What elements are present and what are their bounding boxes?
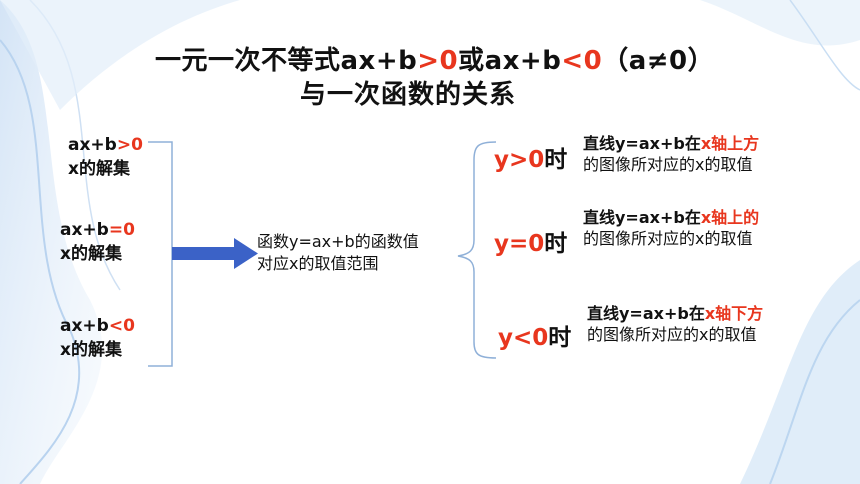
title-line-1: 一元一次不等式ax+b>0或ax+b<0（a≠0） — [155, 40, 714, 77]
desc-on-axis: 直线y=ax+b在x轴上的 的图像所对应的x的取值 — [583, 207, 759, 249]
desc-line-2: 的图像所对应的x的取值 — [583, 229, 753, 248]
sign: <0 — [108, 316, 135, 336]
solution-set-label: x的解集 — [68, 159, 130, 179]
desc-line-2: 的图像所对应的x的取值 — [583, 155, 753, 174]
condition-suffix: 时 — [548, 325, 572, 351]
desc-prefix: 直线y=ax+b在 — [587, 304, 705, 323]
expr: ax+b — [68, 135, 117, 155]
desc-highlight: x轴上方 — [700, 134, 760, 153]
condition-suffix: 时 — [544, 231, 568, 257]
left-item-eq: ax+b=0 x的解集 — [60, 218, 135, 266]
desc-prefix: 直线y=ax+b在 — [583, 134, 701, 153]
condition-y-gt-0: y>0时 — [494, 140, 567, 174]
middle-line-1: 函数y=ax+b的函数值 — [257, 232, 419, 251]
condition-y-eq-0: y=0时 — [494, 224, 567, 258]
condition-value: y<0 — [498, 325, 549, 351]
solution-set-label: x的解集 — [60, 244, 122, 264]
sign: =0 — [108, 220, 135, 240]
title-part: 或ax+b — [458, 46, 562, 76]
solution-set-label: x的解集 — [60, 340, 122, 360]
function-value-range-text: 函数y=ax+b的函数值 对应x的取值范围 — [257, 231, 419, 275]
sign: >0 — [116, 135, 143, 155]
condition-suffix: 时 — [544, 147, 568, 173]
left-bracket — [148, 141, 173, 367]
title-gt-sign: >0 — [417, 46, 459, 76]
left-item-gt: ax+b>0 x的解集 — [68, 133, 143, 181]
condition-value: y=0 — [494, 231, 545, 257]
title-part: 一元一次不等式ax+b — [155, 46, 418, 76]
right-arrow-icon — [172, 238, 258, 269]
right-brace — [457, 141, 497, 359]
desc-highlight: x轴上的 — [700, 208, 760, 227]
desc-below-axis: 直线y=ax+b在x轴下方 的图像所对应的x的取值 — [587, 303, 763, 345]
condition-y-lt-0: y<0时 — [498, 318, 571, 352]
desc-highlight: x轴下方 — [704, 304, 764, 323]
desc-line-2: 的图像所对应的x的取值 — [587, 325, 757, 344]
condition-value: y>0 — [494, 147, 545, 173]
title-part: （a≠0） — [602, 46, 715, 76]
desc-prefix: 直线y=ax+b在 — [583, 208, 701, 227]
desc-above-axis: 直线y=ax+b在x轴上方 的图像所对应的x的取值 — [583, 133, 759, 175]
title-line-2: 与一次函数的关系 — [300, 80, 517, 110]
expr: ax+b — [60, 316, 109, 336]
title-lt-sign: <0 — [561, 46, 603, 76]
expr: ax+b — [60, 220, 109, 240]
middle-line-2: 对应x的取值范围 — [257, 254, 379, 273]
left-item-lt: ax+b<0 x的解集 — [60, 314, 135, 362]
